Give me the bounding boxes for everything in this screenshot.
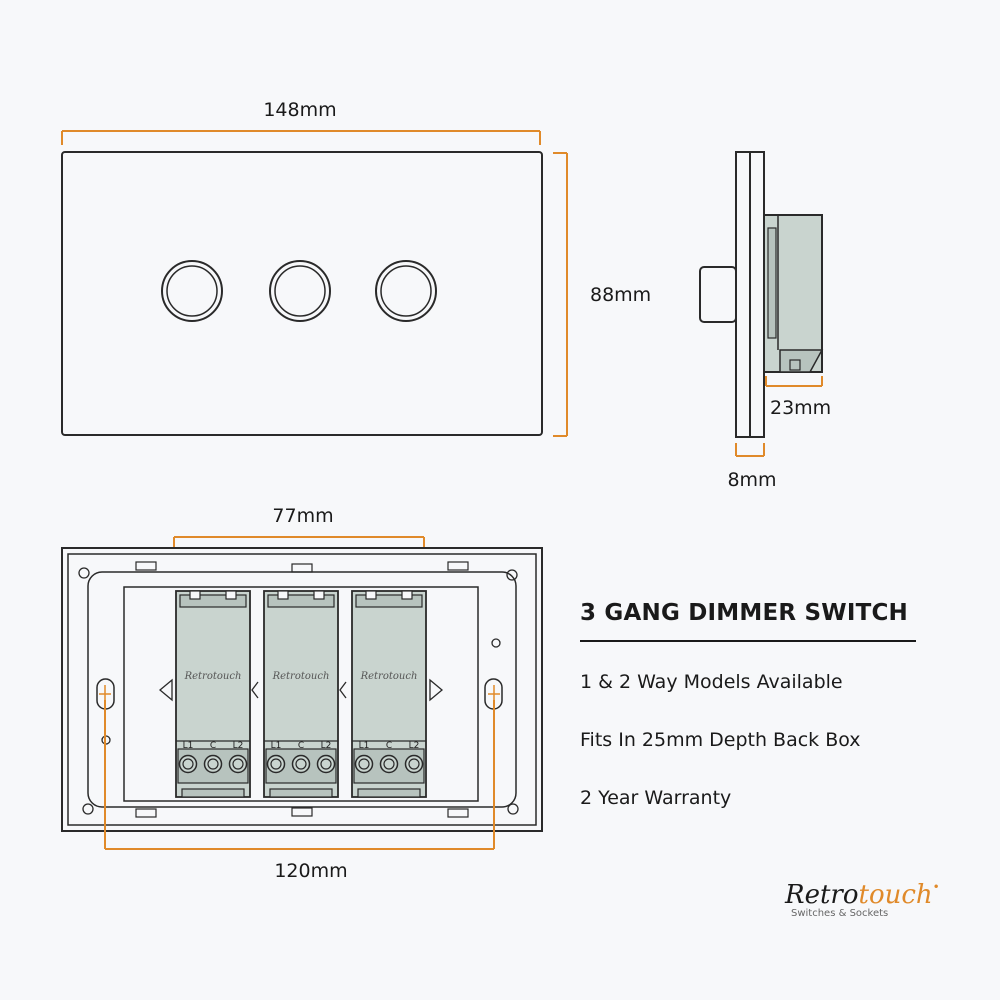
feature-item: Fits In 25mm Depth Back Box [580, 729, 861, 751]
module-brand-label: Retrotouch [184, 671, 242, 682]
terminal-label: L2 [233, 741, 244, 751]
terminal-screw-icon [354, 754, 374, 774]
dimmer-knob-icon [269, 260, 331, 322]
rear-view: 77mm [61, 505, 543, 882]
plate-depth-dimension [735, 443, 765, 457]
front-view: 148mm 88mm [61, 99, 651, 437]
title-divider [580, 640, 916, 642]
height-dimension [553, 152, 568, 437]
terminal-screw-icon [178, 754, 198, 774]
terminal-label: L2 [409, 741, 420, 751]
terminal-label: L2 [321, 741, 332, 751]
brand-name: Retrotouch• [785, 880, 940, 910]
feature-item: 2 Year Warranty [580, 787, 732, 809]
product-title: 3 GANG DIMMER SWITCH [580, 600, 908, 626]
brand-logo: Retrotouch• Switches & Sockets [785, 880, 945, 919]
dimmer-knob-icon [375, 260, 437, 322]
dimmer-knob-icon [161, 260, 223, 322]
terminal-label: C [298, 741, 304, 751]
fixing-centers-dimension [104, 700, 495, 850]
fixing-centers-label: 120mm [274, 860, 347, 882]
module-depth-dimension [765, 376, 823, 387]
brand-name-start: Retro [785, 880, 859, 910]
plate-depth-label: 8mm [727, 469, 776, 491]
terminal-label: L1 [183, 741, 194, 751]
module-brand-label: Retrotouch [272, 671, 330, 682]
module-depth-label: 23mm [770, 397, 831, 419]
side-knob [699, 266, 737, 323]
width-dimension [61, 130, 541, 145]
product-info: 3 GANG DIMMER SWITCH 1 & 2 Way Models Av… [580, 600, 920, 809]
width-label: 148mm [263, 99, 336, 121]
height-label: 88mm [590, 284, 651, 306]
side-plate-back [749, 151, 765, 438]
terminal-label: C [210, 741, 216, 751]
module-span-label: 77mm [272, 505, 333, 527]
side-plate [735, 151, 751, 438]
terminal-screw-icon [291, 754, 311, 774]
terminal-screw-icon [266, 754, 286, 774]
brand-name-end: touch [858, 880, 933, 910]
module-brand-label: Retrotouch [360, 671, 418, 682]
terminal-label: C [386, 741, 392, 751]
front-plate [61, 151, 543, 436]
terminal-screw-icon [203, 754, 223, 774]
terminal-screw-icon [228, 754, 248, 774]
terminal-screw-icon [404, 754, 424, 774]
terminal-screw-icon [379, 754, 399, 774]
feature-item: 1 & 2 Way Models Available [580, 671, 843, 693]
terminal-label: L1 [271, 741, 282, 751]
side-view: 23mm 8mm [699, 151, 831, 491]
terminal-screw-icon [316, 754, 336, 774]
brand-tagline: Switches & Sockets [791, 908, 889, 919]
terminal-label: L1 [359, 741, 370, 751]
